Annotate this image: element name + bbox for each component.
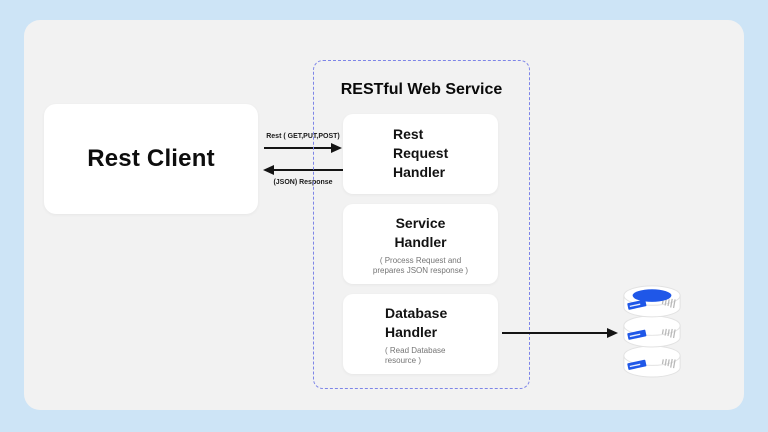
arrowhead-right-icon: [607, 328, 618, 338]
response-arrow: (JSON) Response: [263, 165, 343, 186]
request-arrow-shaft: [264, 143, 342, 153]
request-arrow-label: Rest ( GET,PUT,POST): [266, 133, 340, 140]
restful-web-service-title: RESTful Web Service: [340, 81, 503, 98]
service-handler-box: Service Handler ( Process Request and pr…: [343, 204, 498, 284]
rest-request-handler-box: Rest Request Handler: [343, 114, 498, 194]
arrowhead-left-icon: [263, 165, 274, 175]
restful-web-service-container: RESTful Web Service Rest Request Handler…: [313, 60, 530, 389]
arrowhead-right-icon: [331, 143, 342, 153]
rest-client-label: Rest Client: [87, 145, 215, 172]
request-arrow: Rest ( GET,PUT,POST): [264, 133, 342, 153]
database-handler-box: Database Handler ( Read Database resourc…: [343, 294, 498, 374]
response-arrow-shaft: [263, 165, 343, 175]
rest-client-box: Rest Client: [44, 104, 258, 214]
rest-request-handler-title: Rest Request Handler: [393, 126, 449, 180]
database-handler-subtitle: ( Read Database resource ): [385, 346, 446, 365]
database-arrow-shaft: [502, 328, 618, 338]
response-arrow-label: (JSON) Response: [273, 179, 333, 186]
service-handler-subtitle: ( Process Request and prepares JSON resp…: [372, 256, 469, 275]
database-stack-icon: [620, 281, 684, 378]
service-handler-title: Service Handler: [394, 215, 447, 250]
database-handler-title: Database Handler: [385, 305, 448, 340]
database-arrow: [502, 328, 618, 338]
